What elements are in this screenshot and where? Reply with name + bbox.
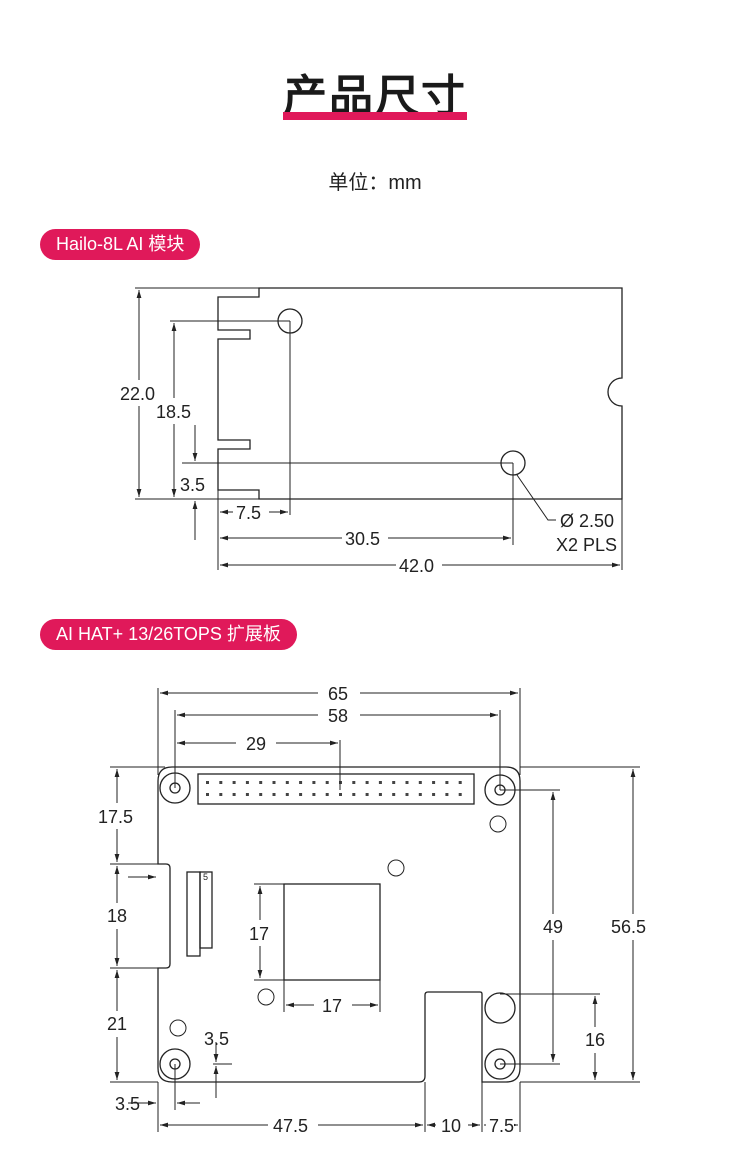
hat-dim-bottom-a: 47.5 <box>273 1116 308 1136</box>
hat-dim-header-mid: 29 <box>246 734 266 754</box>
gpio-pin <box>378 781 382 784</box>
gpio-pin <box>432 781 436 784</box>
gpio-pin <box>405 781 409 784</box>
gpio-pin <box>352 793 356 796</box>
gpio-pin <box>206 793 209 796</box>
module-dim-left-offset: 7.5 <box>236 503 261 523</box>
gpio-pin <box>259 793 263 796</box>
gpio-pin <box>445 793 449 796</box>
module-dim-width: 42.0 <box>399 556 434 576</box>
gpio-pin <box>365 793 369 796</box>
gpio-pin <box>232 781 236 784</box>
hat-dim-chip-h: 17 <box>249 924 269 944</box>
module-badge: Hailo-8L AI 模块 <box>40 229 201 260</box>
hat-outline <box>157 766 521 1083</box>
gpio-pin <box>418 793 422 796</box>
gpio-pin <box>392 793 396 796</box>
gpio-pin <box>245 781 249 784</box>
gpio-pin <box>405 793 409 796</box>
module-drawing: 22.0 18.5 3.5 7.5 30.5 42.0 Ø 2.50 X2 PL… <box>118 287 623 576</box>
gpio-pin <box>285 781 289 784</box>
hat-dim-bottom-b: 10 <box>441 1116 461 1136</box>
gpio-pin <box>312 781 316 784</box>
gpio-pin <box>299 781 303 784</box>
gpio-pin <box>392 781 396 784</box>
gpio-pin <box>272 793 276 796</box>
hat-dim-height: 56.5 <box>611 917 646 937</box>
hat-dim-right-low: 16 <box>585 1030 605 1050</box>
gpio-pin <box>432 793 436 796</box>
module-outline <box>217 287 623 500</box>
hat-dim-width: 65 <box>328 684 348 704</box>
gpio-pin <box>259 781 263 784</box>
gpio-pin <box>285 793 289 796</box>
hat-drawing: 5 <box>95 683 657 1137</box>
gpio-header <box>197 773 475 805</box>
gpio-pin <box>339 793 342 796</box>
hat-dim-hole-span: 58 <box>328 706 348 726</box>
gpio-pin <box>378 793 382 796</box>
module-hole-diameter: Ø 2.50 <box>560 511 614 531</box>
gpio-pin <box>312 793 316 796</box>
hat-badge: AI HAT+ 13/26TOPS 扩展板 <box>40 619 297 650</box>
hat-dim-left-mid: 18 <box>107 906 127 926</box>
module-dim-height: 22.0 <box>120 384 155 404</box>
hat-dim-bottom-left: 3.5 <box>115 1094 140 1114</box>
gpio-pin <box>219 781 223 784</box>
gpio-pin <box>418 781 422 784</box>
chip <box>283 883 381 981</box>
module-dim-low-hole: 3.5 <box>180 475 205 495</box>
gpio-pin <box>325 793 329 796</box>
hat-dim-bottom-c: 7.5 <box>489 1116 514 1136</box>
gpio-pins <box>206 781 462 796</box>
ribbon-connector <box>186 871 201 957</box>
gpio-pin <box>458 793 462 796</box>
hat-dim-right-holes: 49 <box>543 917 563 937</box>
gpio-pin <box>206 781 209 784</box>
hat-dim-chip-w: 17 <box>322 996 342 1016</box>
gpio-pin <box>325 781 329 784</box>
module-dim-hole-height: 18.5 <box>156 402 191 422</box>
gpio-pin <box>299 793 303 796</box>
gpio-pin <box>232 793 236 796</box>
title-underline <box>283 112 467 120</box>
gpio-pin <box>245 793 249 796</box>
gpio-pin <box>352 781 356 784</box>
hat-dim-bottom-hole: 3.5 <box>204 1029 229 1049</box>
gpio-pin <box>365 781 369 784</box>
module-dim-hole-span: 30.5 <box>345 529 380 549</box>
gpio-pin <box>458 781 462 784</box>
module-hole-count: X2 PLS <box>556 535 617 555</box>
hat-dim-left-top: 17.5 <box>98 807 133 827</box>
svg-text:5: 5 <box>203 872 208 882</box>
gpio-pin <box>272 781 276 784</box>
gpio-pin <box>219 793 223 796</box>
gpio-pin <box>445 781 449 784</box>
hat-dim-left-bottom: 21 <box>107 1014 127 1034</box>
unit-label: 单位：mm <box>328 172 422 194</box>
